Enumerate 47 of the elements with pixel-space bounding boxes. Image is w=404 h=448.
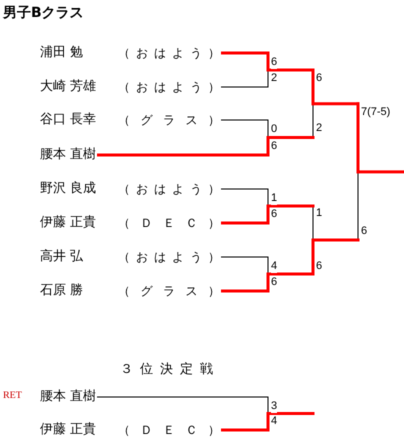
score: 4 [271,260,278,273]
bracket-line [220,188,268,206]
bracket-line [356,170,404,174]
bracket-line [266,272,314,276]
bracket-line [97,138,270,156]
team-name: （ お は よ う ） [118,79,220,96]
player-name: 伊藤 正貴 [40,214,96,232]
team-name: （ お は よ う ） [118,181,220,198]
bracket-line [266,68,314,72]
player-name: 石原 勝 [40,282,84,300]
bracket-line [312,102,360,106]
team-name: （ Ｄ Ｅ Ｃ ） [118,215,220,232]
bracket-line [312,238,360,242]
bracket-line [266,412,314,415]
player-name: 腰本 直樹 [40,388,96,406]
score: 3 [271,400,278,413]
bracket-line [356,102,360,174]
player-name: 野沢 良成 [40,180,96,198]
bracket-line [221,274,270,292]
player-name: 浦田 勉 [40,44,84,62]
score: 6 [271,56,278,69]
team-name: （ お は よ う ） [118,249,220,266]
player-name: 腰本 直樹 [40,146,96,164]
bracket-line [220,70,268,88]
bracket-line [221,206,270,224]
section-heading: ３位決定戦 [120,362,220,378]
bracket-line [220,256,268,274]
team-name: （ グ ラ ス ） [118,283,220,300]
team-name: （ お は よ う ） [118,45,220,62]
bracket-line [221,414,270,432]
bracket-line [221,52,270,70]
player-name: 伊藤 正貴 [40,421,96,439]
bracket-line [220,120,268,138]
bracket-title: 男子Bクラス [3,4,84,22]
team-name: （ グ ラ ス ） [118,112,220,129]
player-name: 大崎 芳雄 [40,78,96,96]
bracket-line [96,396,268,414]
bracket-line [312,68,314,106]
team-name: （ Ｄ Ｅ Ｃ ） [118,422,220,439]
player-name: 高井 弘 [40,248,84,266]
bracket-line [266,136,314,139]
score: 1 [271,192,278,205]
retirement-note: RET [3,390,22,402]
bracket-line [266,204,314,208]
player-name: 谷口 長幸 [40,111,96,129]
score: 7(7-5) [361,106,390,119]
bracket-line [312,238,314,276]
